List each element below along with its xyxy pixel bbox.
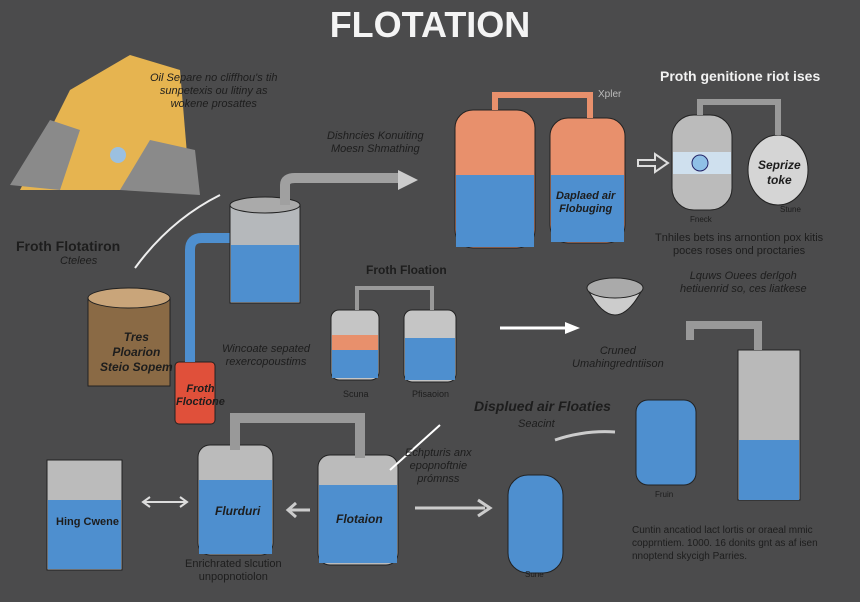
scuna-label: Scuna	[343, 389, 369, 399]
label-line: Seprize	[758, 158, 801, 172]
note-line: Moesn Shmathing	[330, 143, 420, 155]
pfisaoion-label: Pfisaoion	[412, 389, 450, 399]
arrow-right-icon	[565, 322, 580, 334]
proth-heading: Proth genitione riot ises	[660, 68, 821, 84]
note-line: poces roses ond proctaries	[673, 245, 806, 257]
seacint-label: Seacint	[518, 418, 555, 430]
label-line: Ploarion	[112, 345, 161, 359]
note-line: Oil Separe no cliffhou's tih	[150, 72, 278, 84]
flotation-column	[635, 321, 801, 501]
label-line: Flobuging	[559, 203, 613, 215]
conditioning-tank	[229, 196, 301, 304]
displued-heading: Displued air Floaties	[474, 398, 611, 414]
mine-cave	[10, 55, 200, 195]
xpler-label: Xpler	[598, 89, 622, 100]
hing-label: Hing Cwene	[56, 516, 119, 528]
miner-figure	[110, 147, 126, 163]
note-line: Enrichrated slcution	[185, 558, 282, 570]
note-line: sunpetexis ou litiny as	[159, 85, 268, 97]
note-line: nnoptend skycigh Parries.	[632, 551, 748, 562]
fruin-label: Fruin	[655, 490, 674, 499]
sune-label: Sune	[525, 570, 544, 579]
copper-tanks	[454, 92, 626, 249]
note-line: Wincoate sepated	[222, 343, 310, 355]
arrow-right-icon	[398, 170, 418, 190]
arrow-right-icon	[415, 498, 493, 518]
arrow-left-icon	[285, 501, 310, 519]
blue-pipe	[185, 233, 232, 362]
note-line: epopnoftnie	[409, 460, 468, 472]
cuntin-note: Cuntin ancatiod lact lortis or oraeal mm…	[632, 524, 818, 563]
arrow-icon	[389, 424, 441, 471]
froth-flotation-label: Froth Floation	[366, 263, 447, 277]
ore-bowl	[586, 277, 644, 316]
separator-vessels	[671, 99, 809, 211]
fneck-label: Fneck	[690, 215, 712, 224]
note-line: rexercopoustims	[225, 356, 307, 368]
arrow-icon	[134, 194, 221, 269]
page-title: FLOTATION	[329, 4, 531, 45]
flurduri-label: Flurduri	[215, 504, 261, 518]
double-arrow-icon	[141, 496, 189, 508]
note-line: Lquws Ouees derlgoh	[689, 270, 797, 282]
note-line: Tnhiles bets ins arnontion pox kitis	[655, 232, 824, 244]
label-line: Umahingredntiison	[572, 358, 664, 370]
label-line: toke	[767, 173, 792, 187]
cteles-label: Ctelees	[60, 255, 98, 267]
bottom-tanks	[46, 413, 564, 574]
label-line: Floctione	[176, 396, 225, 408]
ore-tank	[87, 287, 171, 387]
note-line: unpopnotiolon	[198, 571, 268, 583]
note-line: copprntiem. 1000. 16 donits gnt as af is…	[632, 538, 818, 549]
arrow-icon	[554, 430, 616, 442]
froth-flotatiron-label: Froth Flotatiron	[16, 238, 121, 254]
label-line: Tres	[123, 330, 149, 344]
label-line: Froth	[186, 383, 215, 395]
note-line: prómnss	[417, 473, 460, 485]
stune-label: Stune	[780, 205, 801, 214]
froth-flotation-tanks	[330, 286, 457, 383]
flotaion-label: Flotaion	[336, 512, 383, 526]
note-line: hetiuenrid so, ces liatkese	[680, 283, 807, 295]
label-line: Cruned	[599, 345, 636, 357]
label-line: Daplaed air	[556, 190, 616, 202]
arrow-right-icon	[637, 152, 670, 174]
label-line: Steio Sopem	[100, 360, 173, 374]
note-line: wokene prosattes	[170, 98, 257, 110]
note-line: Dishncies Konuiting	[327, 130, 424, 142]
note-line: Cuntin ancatiod lact lortis or oraeal mm…	[632, 525, 813, 536]
note-line: Echpturis anx	[405, 447, 472, 459]
